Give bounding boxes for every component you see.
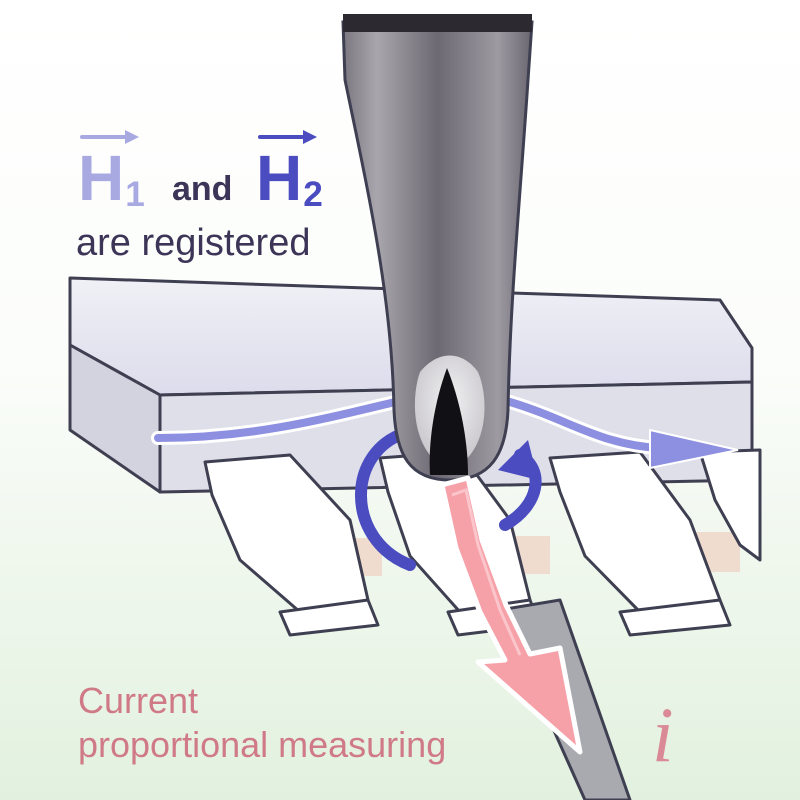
circular-field-arrow-icon [355, 426, 542, 571]
lead-pin [618, 598, 732, 637]
current-caption-line2: proportional measuring [78, 724, 447, 765]
field-line-arrow-icon [151, 395, 739, 470]
h2-letter: H [256, 142, 303, 214]
probe-cap [343, 14, 532, 32]
and-word: and [172, 170, 233, 208]
vector-arrow-icon [258, 130, 317, 144]
probe-slit [429, 368, 468, 475]
lead-pin [278, 598, 380, 637]
current-symbol: i [652, 691, 674, 778]
chip-side-face [68, 343, 162, 494]
current-arrow-icon [439, 475, 583, 755]
lead-pin [698, 448, 762, 562]
h2-subscript: 2 [303, 175, 323, 215]
probe-tip-icon [341, 14, 534, 482]
h1-letter: H [78, 142, 125, 214]
field-h1-label: H1 [78, 130, 145, 214]
probe-body [341, 20, 534, 482]
field-h2-label: H2 [256, 130, 323, 214]
vector-arrow-icon [80, 130, 139, 144]
h1-subscript: 1 [125, 175, 145, 215]
registered-caption: are registered [76, 222, 311, 264]
current-caption-line1: Current [78, 680, 199, 721]
